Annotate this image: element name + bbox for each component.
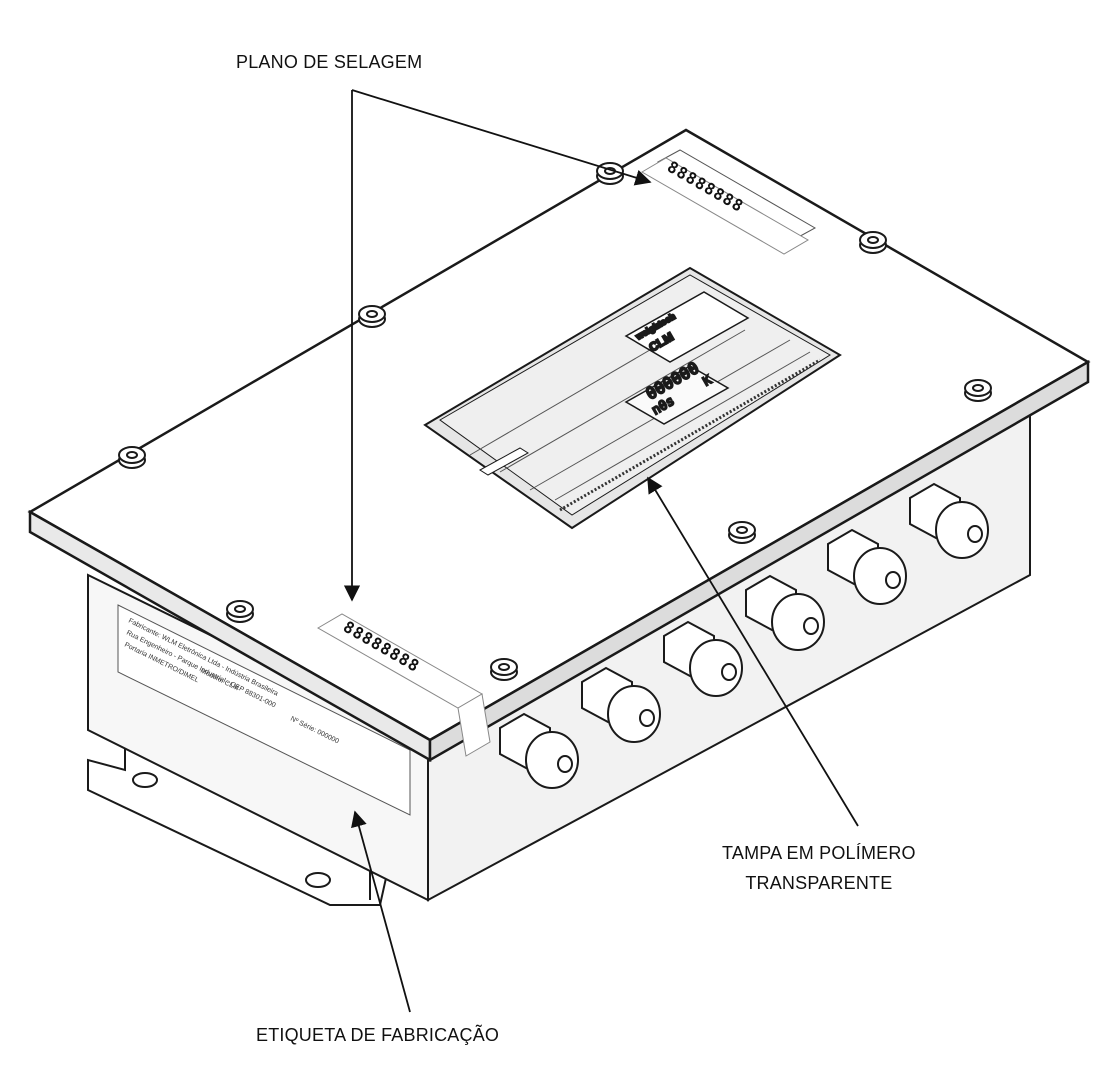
leader-lines — [343, 89, 859, 1013]
screw-3 — [358, 305, 386, 328]
screw-6 — [728, 521, 756, 544]
callout-cover-line2: TRANSPARENTE — [745, 873, 893, 893]
cable-gland-4 — [745, 574, 825, 651]
cable-gland-1 — [499, 712, 579, 789]
leader-seal-top — [351, 89, 652, 186]
callout-transparent-cover: TAMPA EM POLÍMERO TRANSPARENTE — [722, 838, 916, 898]
screw-5 — [118, 446, 146, 469]
callout-manufacturing-label: ETIQUETA DE FABRICAÇÃO — [256, 1025, 500, 1045]
lcd-display — [624, 365, 730, 425]
cable-gland-3 — [663, 620, 743, 697]
screw-4 — [964, 379, 992, 402]
callout-sealing-plane: PLANO DE SELAGEM — [236, 52, 423, 72]
callout-cover-line1: TAMPA EM POLÍMERO — [722, 843, 916, 863]
cable-gland-6 — [909, 482, 989, 559]
cable-glands — [499, 482, 989, 789]
leader-label — [351, 810, 411, 1013]
cable-gland-5 — [827, 528, 907, 605]
transparent-cover: weightech CLM 000000 n0s K — [423, 266, 842, 530]
leader-cover — [647, 476, 859, 827]
screw-2 — [859, 231, 887, 254]
screw-7 — [226, 600, 254, 623]
cable-gland-2 — [581, 666, 661, 743]
screw-8 — [490, 658, 518, 681]
